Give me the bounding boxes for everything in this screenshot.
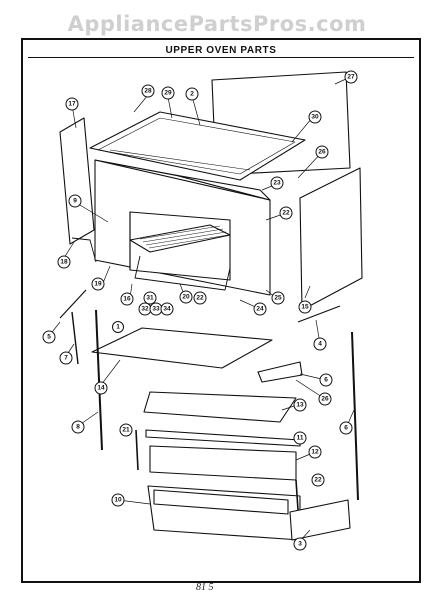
svg-text:10: 10 (114, 497, 122, 504)
svg-text:23: 23 (273, 180, 281, 187)
svg-text:22: 22 (196, 295, 204, 302)
callout-23: 22 (279, 206, 293, 220)
svg-text:14: 14 (97, 385, 105, 392)
callout-9: 8 (71, 420, 85, 434)
svg-text:27: 27 (347, 74, 355, 81)
svg-text:17: 17 (68, 101, 76, 108)
svg-text:8: 8 (76, 424, 80, 431)
callout-1: 1 (112, 321, 124, 333)
callout-18: 17 (65, 97, 79, 111)
callout-16: 16 (120, 292, 134, 306)
svg-text:1: 1 (116, 324, 120, 331)
svg-text:22: 22 (282, 210, 290, 217)
svg-text:9: 9 (73, 198, 77, 205)
part-top-cover (89, 111, 306, 181)
callout-34: 32 (138, 302, 152, 316)
svg-text:34: 34 (163, 306, 171, 313)
svg-text:19: 19 (94, 281, 102, 288)
svg-text:11: 11 (297, 435, 304, 442)
svg-text:26: 26 (318, 149, 326, 156)
callout-27: 25 (271, 291, 285, 305)
svg-text:26: 26 (321, 396, 329, 403)
callout-17: 15 (298, 300, 312, 314)
svg-text:32: 32 (141, 306, 149, 313)
svg-text:24: 24 (256, 306, 264, 313)
svg-text:6: 6 (324, 377, 328, 384)
callout-29: 27 (344, 70, 358, 84)
callout-14: 13 (293, 398, 307, 412)
callout-6-upper: 6 (319, 373, 333, 387)
svg-text:12: 12 (311, 449, 319, 456)
svg-text:16: 16 (123, 296, 131, 303)
svg-text:13: 13 (296, 402, 304, 409)
svg-text:7: 7 (64, 355, 68, 362)
callout-3: 3 (293, 537, 307, 551)
diagram-frame (21, 38, 421, 583)
callout-19: 18 (57, 255, 71, 269)
callout-7: 7 (59, 351, 73, 365)
callout-31: 29 (161, 86, 175, 100)
callout-11: 10 (111, 493, 125, 507)
callout-36: 34 (160, 302, 174, 316)
svg-text:18: 18 (60, 259, 68, 266)
part-side-panel-right (299, 167, 363, 311)
watermark: AppliancePartsPros.com (67, 12, 367, 36)
callout-21: 20 (179, 290, 193, 304)
title-bar: UPPER OVEN PARTS (28, 40, 414, 58)
callout-35: 33 (149, 302, 163, 316)
svg-text:28: 28 (144, 88, 152, 95)
callout-25: 23 (270, 176, 284, 190)
callout-30: 28 (141, 84, 155, 98)
callout-10: 9 (68, 194, 82, 208)
svg-text:15: 15 (301, 304, 309, 311)
svg-text:22: 22 (314, 477, 322, 484)
svg-text:4: 4 (318, 341, 322, 348)
callout-15: 14 (94, 381, 108, 395)
footer-mark: 81 5 (196, 582, 214, 593)
callout-22-left: 21 (119, 423, 133, 437)
svg-text:6: 6 (344, 425, 348, 432)
svg-text:3: 3 (298, 541, 302, 548)
svg-text:20: 20 (182, 294, 190, 301)
diagram-title: UPPER OVEN PARTS (165, 45, 277, 56)
part-front-trim (143, 391, 297, 423)
svg-text:33: 33 (152, 306, 160, 313)
callout-22: 22 (193, 291, 207, 305)
svg-text:29: 29 (164, 90, 172, 97)
callout-32: 30 (308, 110, 322, 124)
callout-2: 2 (185, 87, 199, 101)
svg-text:5: 5 (47, 334, 51, 341)
svg-text:25: 25 (274, 295, 282, 302)
part-side-panel-left (59, 117, 95, 245)
callout-26: 26 (318, 392, 332, 406)
svg-text:31: 31 (146, 295, 154, 302)
callout-12: 11 (293, 431, 307, 445)
callout-5: 5 (42, 330, 56, 344)
callout-6-lower: 6 (339, 421, 353, 435)
svg-text:2: 2 (190, 91, 194, 98)
callout-20: 19 (91, 277, 105, 291)
callout-4: 4 (313, 337, 327, 351)
svg-text:30: 30 (311, 114, 319, 121)
callout-22-right: 22 (311, 473, 325, 487)
svg-text:21: 21 (122, 427, 130, 434)
callout-33: 31 (143, 291, 157, 305)
callout-13: 12 (308, 445, 322, 459)
part-bottom-panel (91, 327, 273, 369)
callout-28: 26 (315, 145, 329, 159)
callout-24: 24 (253, 302, 267, 316)
